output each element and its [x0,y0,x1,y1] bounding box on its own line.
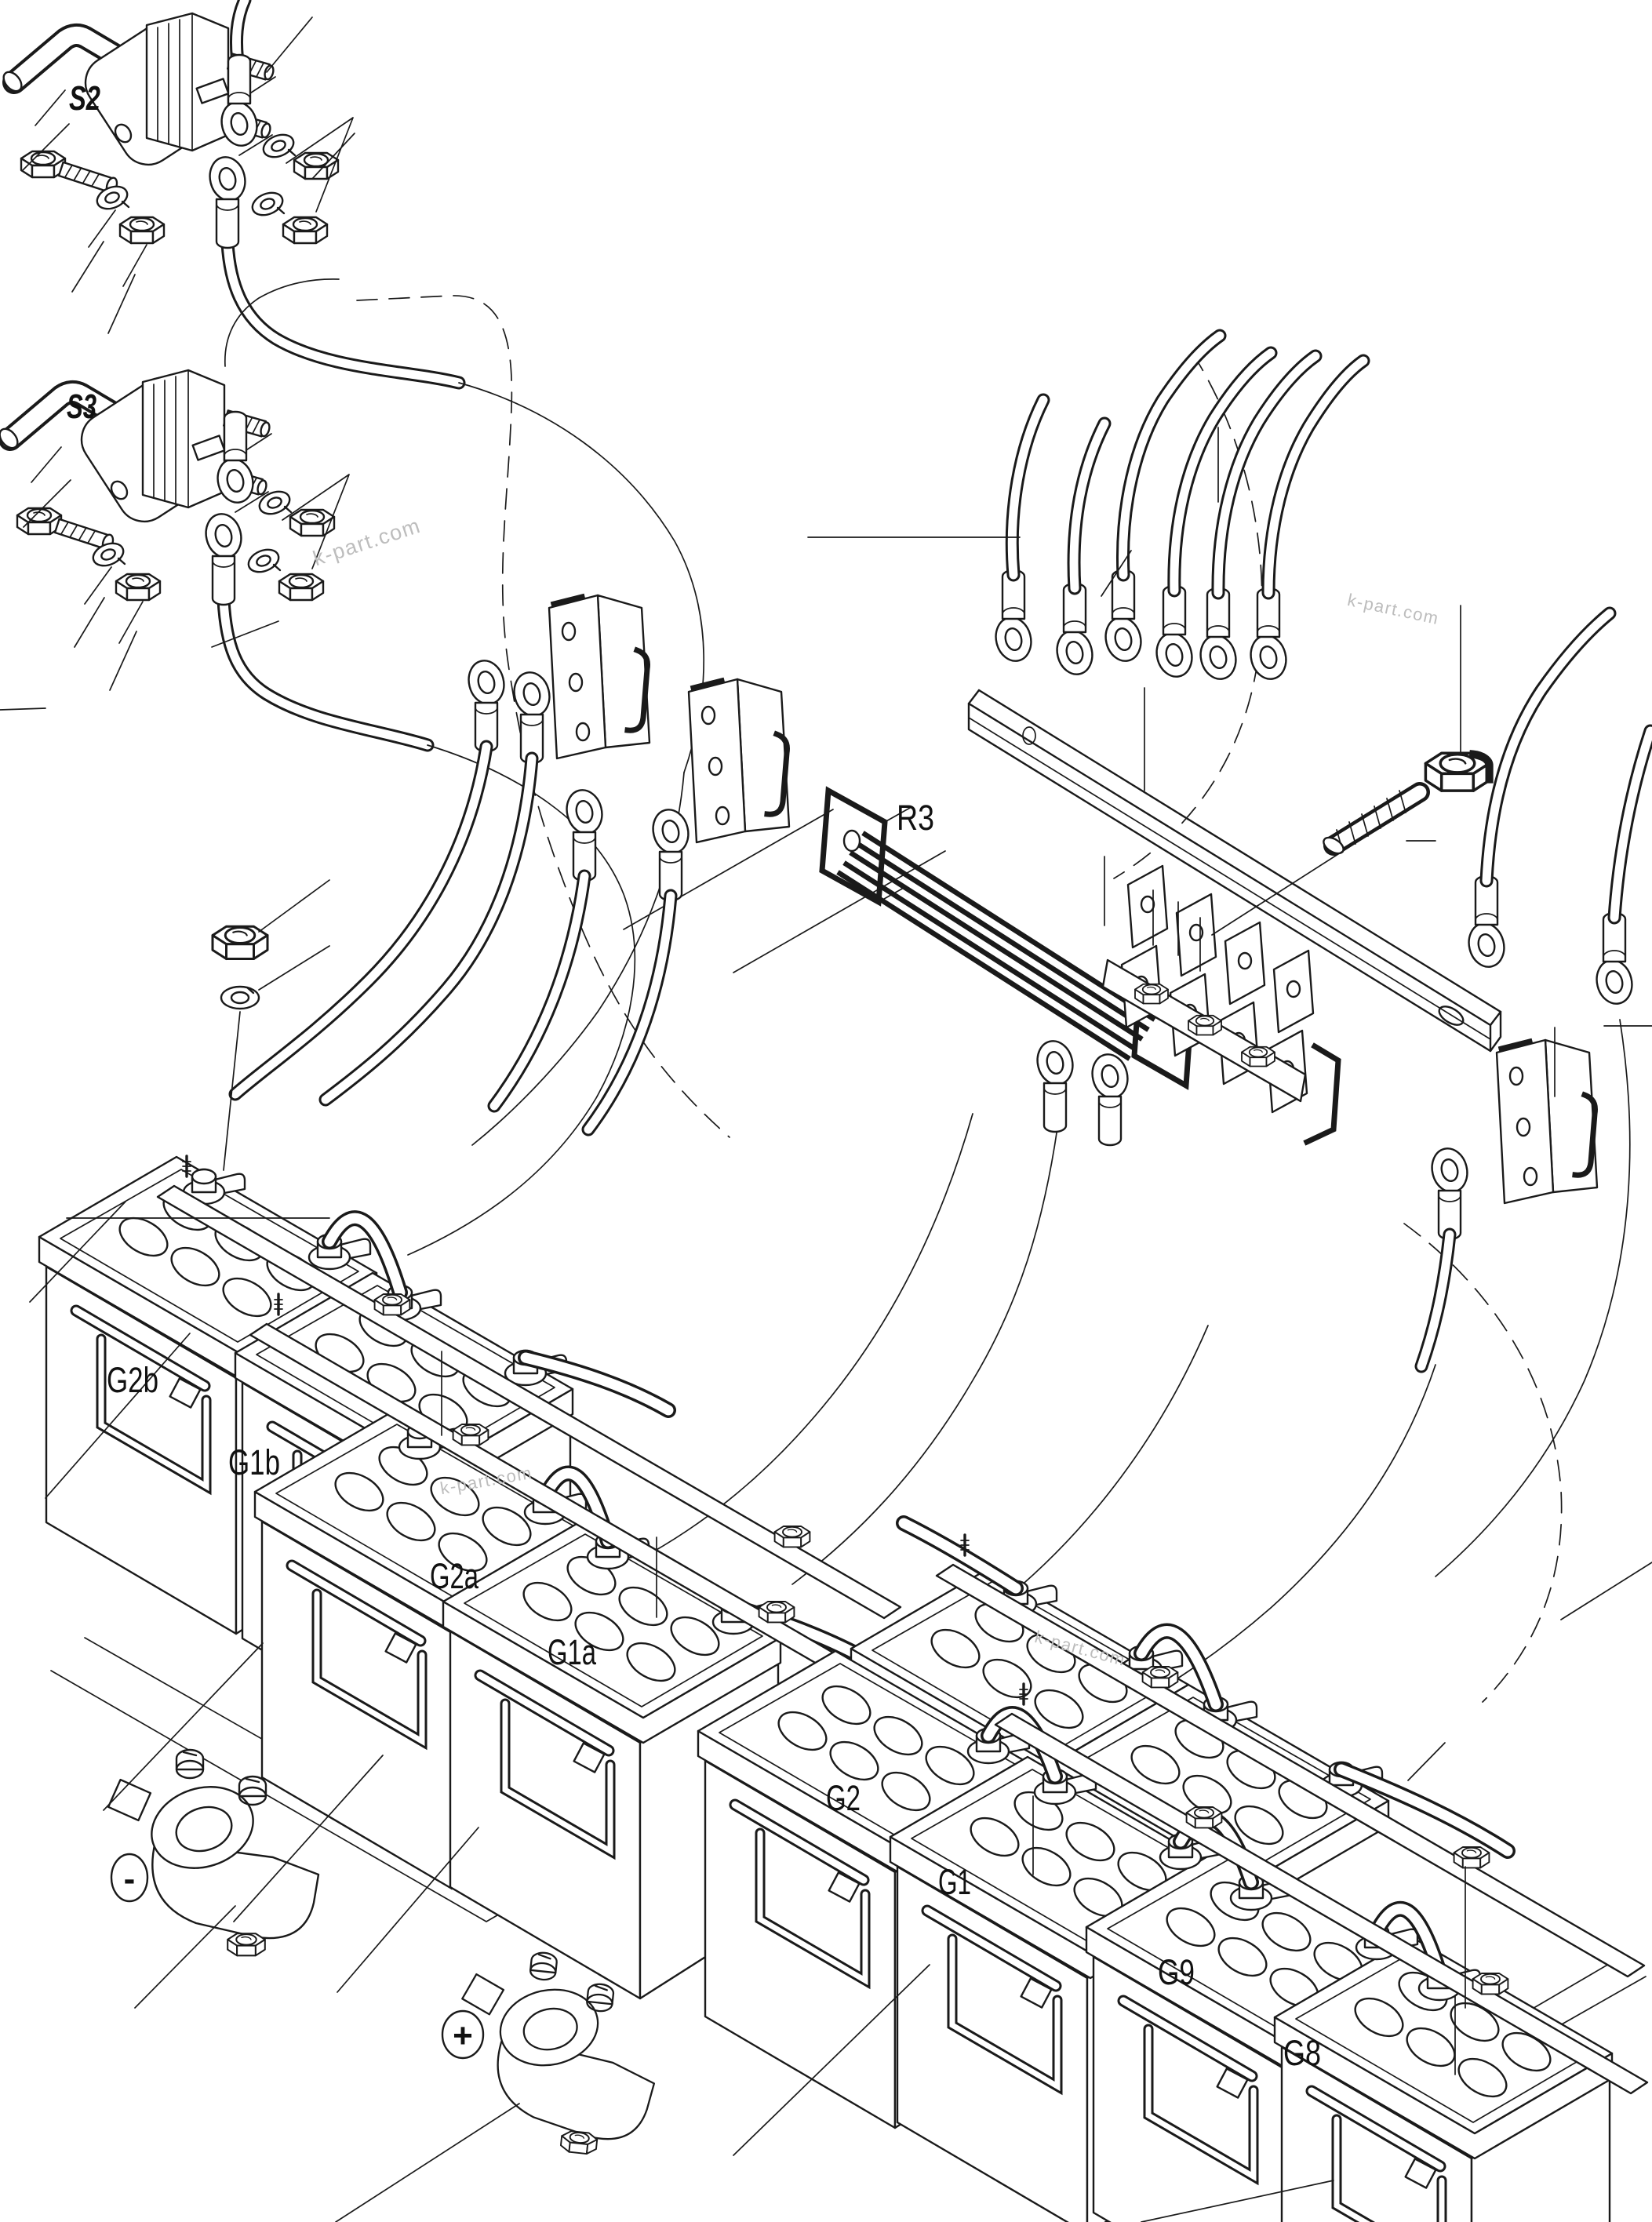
insulator-blocks [228,595,789,1136]
battery-group-left [39,1155,947,1998]
mounting-rail [967,689,1502,1053]
label-g2: G2 [826,1778,861,1818]
leader-lines [0,16,1652,2222]
bar-nut-washer [211,879,330,1171]
label-g1: G1 [938,1862,971,1902]
terminal-block [1103,866,1338,1142]
label-g1b: G1b [228,1442,280,1482]
rail-cables [990,329,1370,684]
harness-cables [217,236,1631,1718]
positive-symbol: + [453,2017,473,2055]
solenoid-s2 [0,0,353,286]
hold-down-bars-right [935,1533,1649,2095]
hold-down-bars-left [156,1155,947,1730]
label-g8: G8 [1283,2033,1321,2073]
label-g1a: G1a [548,1632,597,1672]
terminal-clamp-negative: - [108,1750,318,1955]
terminal-clamp-positive: + [441,1945,667,2160]
label-g2a: G2a [430,1556,479,1596]
negative-symbol: - [124,1860,136,1898]
solenoid-s3 [0,368,349,643]
stud-and-nut [1211,750,1494,936]
label-g9: G9 [1158,1952,1195,1992]
watermark: k-part.com [1346,590,1442,628]
labels: S2 S3 R3 G2b G1b G2a G1a G2 G1 G9 G8 [67,79,1321,2073]
label-g2b: G2b [107,1360,158,1400]
resistor-r3 [819,786,1194,1090]
label-s3: S3 [67,387,96,426]
label-s2: S2 [69,79,100,118]
battery-group-right [698,1515,1649,2222]
insulator-block-right [1414,606,1652,1373]
label-r3: R3 [897,798,934,838]
